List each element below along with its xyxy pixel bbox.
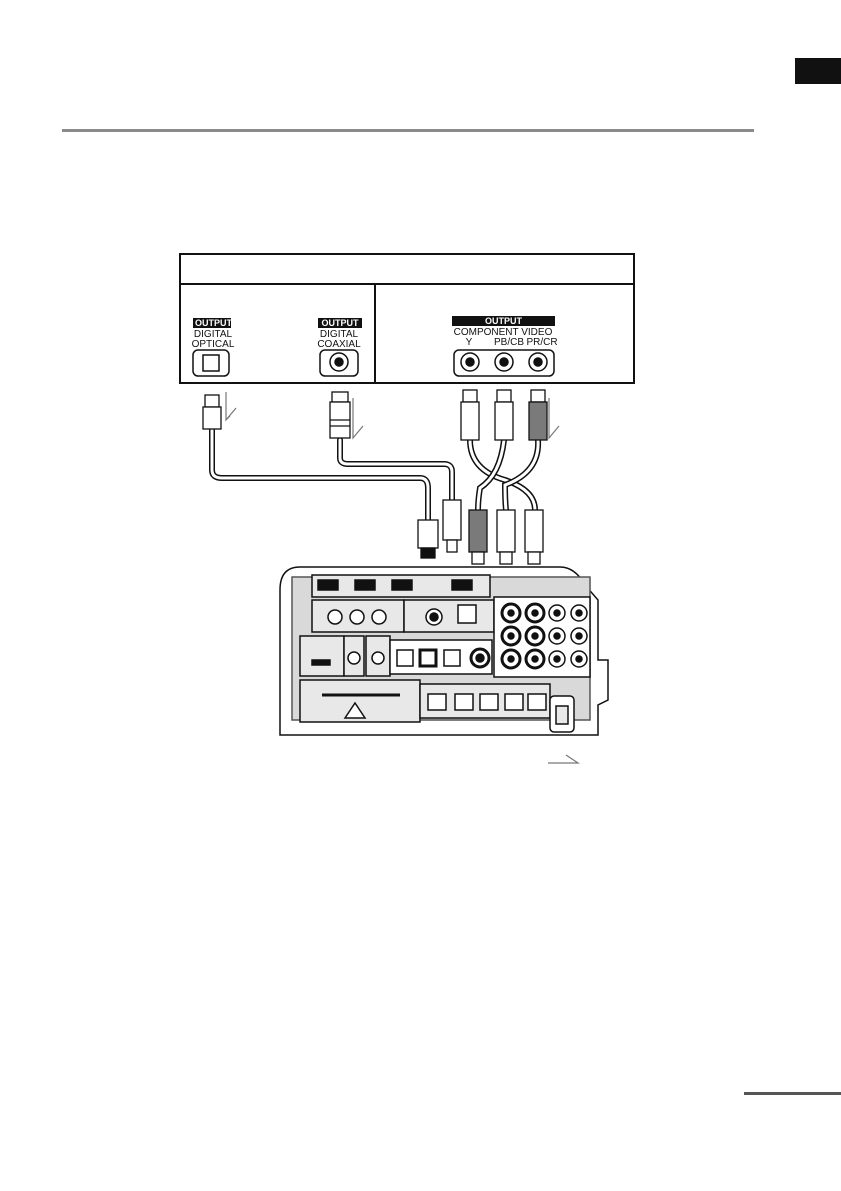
receiver-rear-panel xyxy=(280,567,608,735)
continued-marker-rule xyxy=(744,1092,841,1095)
